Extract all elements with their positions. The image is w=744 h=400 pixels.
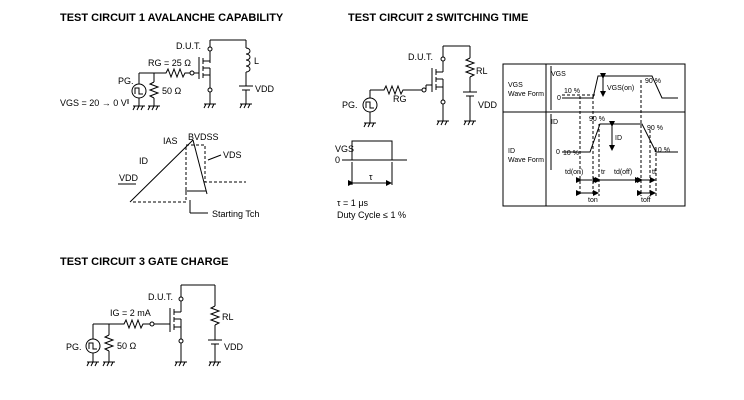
circuit1-pg-label: PG. xyxy=(118,76,134,86)
table-vgs-10pct: 10 % xyxy=(564,88,580,95)
circuit2-tau-symbol: τ xyxy=(369,172,373,182)
circuit3-dut-label: D.U.T. xyxy=(148,292,173,302)
circuit3-title: TEST CIRCUIT 3 GATE CHARGE xyxy=(60,256,228,268)
table-row1-label-waveform: Wave Form xyxy=(508,91,544,98)
table-id-90pct-left: 90 % xyxy=(589,116,605,123)
circuit2-pg-label: PG. xyxy=(342,100,358,110)
table-vgs-on: VGS(on) xyxy=(607,85,634,92)
circuit2-rl-label: RL xyxy=(476,66,488,76)
circuit1-avalanche-waveform: IAS BVDSS ID VDS VDD Starting Tch xyxy=(118,132,259,219)
circuit1-vdd-label: VDD xyxy=(255,84,275,94)
table-vgs-90pct: 90 % xyxy=(645,78,661,85)
circuit1-vgs-label: VGS = 20 → 0 V xyxy=(60,98,127,108)
table-vgs-axis: VGS xyxy=(551,71,566,78)
circuit1-id-label: ID xyxy=(139,156,149,166)
table-id-10pct-left: 10 % xyxy=(563,150,579,157)
circuit1-starting-label: Starting Tch xyxy=(212,209,259,219)
table-id-90pct-right: 90 % xyxy=(647,125,663,132)
circuit2-timing-table: VGS Wave Form ID Wave Form VGS 0 10 % 90… xyxy=(502,63,686,207)
circuit1-bvdss-label: BVDSS xyxy=(188,132,219,142)
circuit3-r50-label: 50 Ω xyxy=(117,341,137,351)
circuit1-title: TEST CIRCUIT 1 AVALANCHE CAPABILITY xyxy=(60,12,284,24)
table-tr: tr xyxy=(601,169,606,176)
circuit2-tau-value: τ = 1 μs xyxy=(337,198,369,208)
circuit1-schematic: D.U.T. L VDD RG = 25 Ω PG. xyxy=(60,39,275,111)
circuit2-duty-cycle: Duty Cycle ≤ 1 % xyxy=(337,210,406,220)
circuit1-ias-label: IAS xyxy=(163,136,178,146)
table-id-zero: 0 xyxy=(556,149,560,156)
circuit2-vdd-label: VDD xyxy=(478,100,498,110)
table-tf: tf xyxy=(652,169,656,176)
circuit1-vds-label: VDS xyxy=(223,150,242,160)
circuit2-title: TEST CIRCUIT 2 SWITCHING TIME xyxy=(348,12,528,24)
circuit3-ig-label: IG = 2 mA xyxy=(110,308,151,318)
table-row1-label-vgs: VGS xyxy=(508,82,523,89)
circuit3-pg-label: PG. xyxy=(66,342,82,352)
table-td-off: td(off) xyxy=(614,169,632,176)
circuit2-zero-label: 0 xyxy=(335,155,340,165)
table-toff: toff xyxy=(641,197,651,204)
circuit3-schematic: D.U.T. RL VDD IG = 2 mA PG. xyxy=(66,284,244,367)
table-vgs-zero: 0 xyxy=(557,95,561,102)
table-td-on: td(on) xyxy=(565,169,583,176)
table-id-10pct-right: 10 % xyxy=(654,147,670,154)
circuit1-dut-label: D.U.T. xyxy=(176,41,201,51)
circuit3-vdd-label: VDD xyxy=(224,342,244,352)
circuit1-vdd-wave-label: VDD xyxy=(119,173,139,183)
circuit1-inductor-label: L xyxy=(254,56,259,66)
circuit2-schematic: D.U.T. RL VDD RG PG. xyxy=(342,45,498,128)
table-id-axis: ID xyxy=(551,119,558,126)
circuit1-rg-label: RG = 25 Ω xyxy=(148,58,191,68)
circuit2-dut-label: D.U.T. xyxy=(408,52,433,62)
table-row2-label-id: ID xyxy=(508,148,515,155)
circuit2-gate-pulse: VGS 0 τ τ = 1 μs Duty Cycle ≤ 1 % xyxy=(335,140,407,220)
table-ton: ton xyxy=(588,197,598,204)
circuit2-vgs-label: VGS xyxy=(335,144,354,154)
circuit1-r50-label: 50 Ω xyxy=(162,86,182,96)
table-id-mid: ID xyxy=(615,135,622,142)
circuit3-rl-label: RL xyxy=(222,312,234,322)
circuit2-rg-label: RG xyxy=(393,94,407,104)
table-row2-label-waveform: Wave Form xyxy=(508,157,544,164)
